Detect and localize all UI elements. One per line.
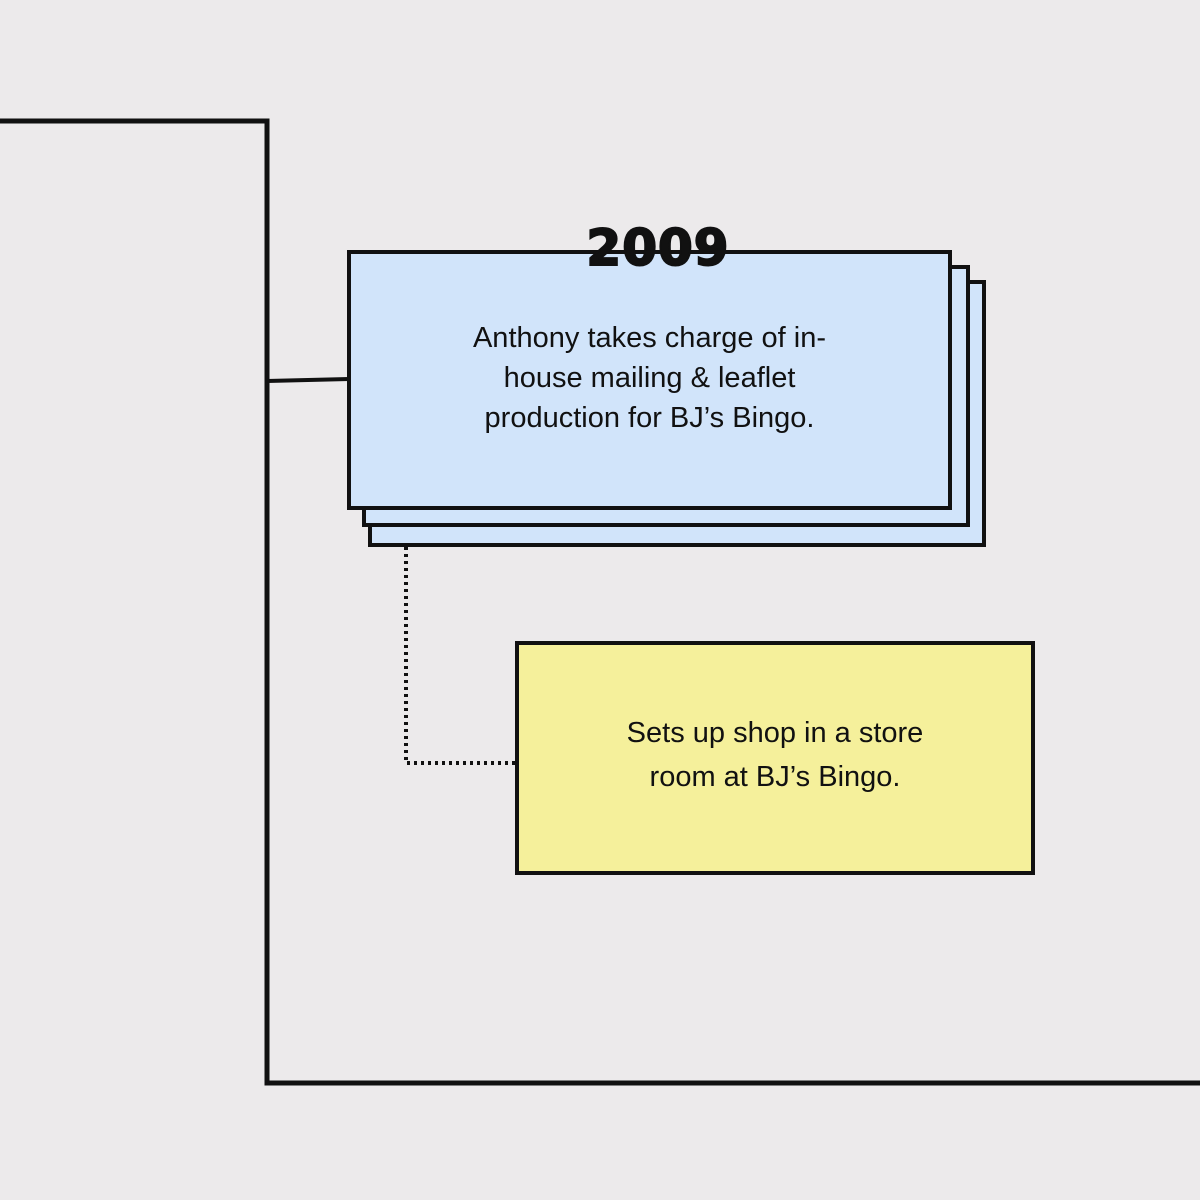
sub-event-dotted-connector xyxy=(404,547,517,765)
milestone-branch-line xyxy=(266,377,350,383)
sub-event-text: Sets up shop in a store room at BJ’s Bin… xyxy=(626,717,924,793)
sub-event-card: Sets up shop in a store room at BJ’s Bin… xyxy=(515,641,1035,875)
timeline-main-path xyxy=(0,118,1200,1086)
milestone-year: 2009 xyxy=(585,218,730,278)
milestone-card: Anthony takes charge of in- house mailin… xyxy=(347,250,952,510)
milestone-text: Anthony takes charge of in- house mailin… xyxy=(472,322,827,434)
